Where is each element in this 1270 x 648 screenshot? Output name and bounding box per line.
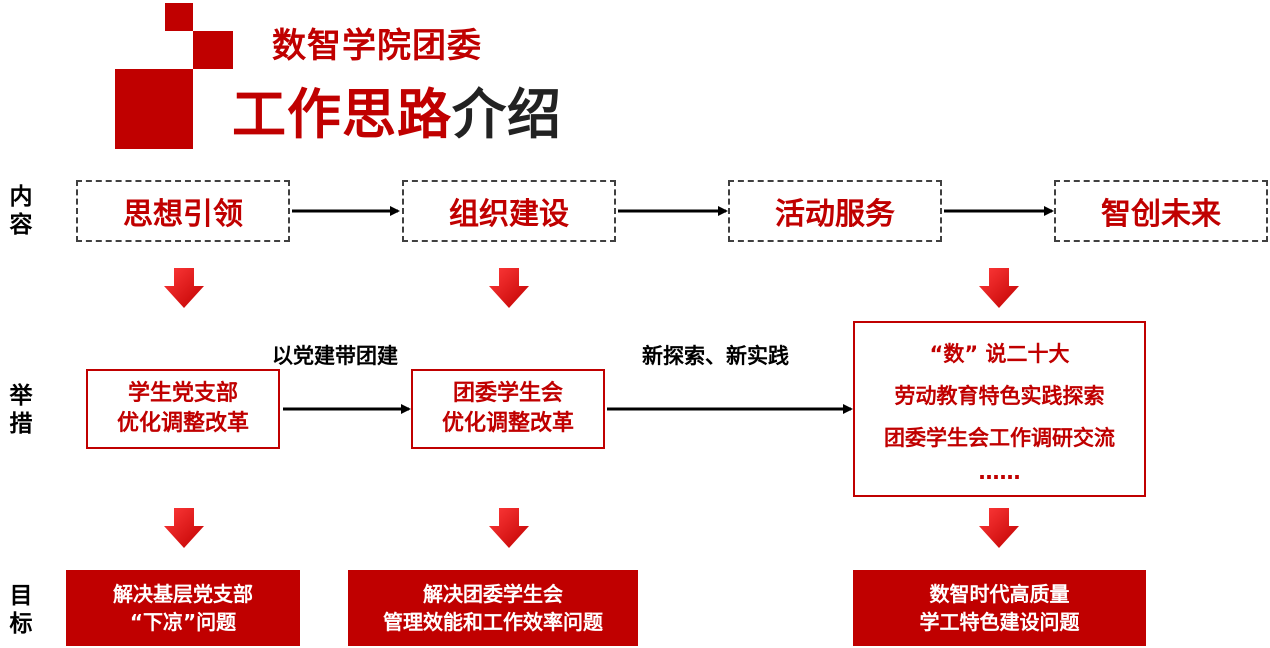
goal-2-line-2: 管理效能和工作效率问题 [383,610,603,634]
logo-block-mid [193,31,233,69]
measure-box-league-committee: 团委学生会 优化调整改革 [411,369,605,449]
down-arrow-1a [164,268,204,308]
logo-block-top [165,3,193,31]
down-arrow-2b [489,508,529,548]
content-label-1: 思想引领 [123,197,243,232]
down-arrow-3a [979,268,1019,308]
down-arrow-3b [979,508,1019,548]
row-label-goals: 目标 [8,582,34,638]
down-arrow-1b [164,508,204,548]
goal-2-line-1: 解决团委学生会 [423,582,563,606]
row-label-goals-text: 目标 [9,583,33,637]
page-subtitle: 数智学院团委 [272,26,482,66]
measure-2-line-2: 优化调整改革 [441,411,574,436]
page-title: 工作思路介绍 [232,70,562,149]
measure-1-line-2: 优化调整改革 [116,411,249,436]
goal-1-line-1: 解决基层党支部 [113,582,253,606]
page-title-dark: 介绍 [452,83,562,146]
content-box-thought: 思想引领 [76,180,290,242]
row-label-measures-text: 举措 [9,383,33,437]
goal-box-1: 解决基层党支部 “下凉”问题 [66,570,300,646]
measure-3-line-2: 劳动教育特色实践探索 [894,384,1105,408]
content-box-organization: 组织建设 [402,180,616,242]
arrow-label-explore: 新探索、新实践 [642,344,789,368]
down-arrow-2a [489,268,529,308]
goal-1-line-2: “下凉”问题 [129,610,237,634]
measure-box-party-branch: 学生党支部 优化调整改革 [86,369,280,449]
content-label-2: 组织建设 [449,197,569,232]
measure-3-line-4: …… [978,460,1021,484]
row-label-content-text: 内容 [9,184,33,238]
measure-3-line-3: 团委学生会工作调研交流 [884,426,1115,450]
goal-3-line-2: 学工特色建设问题 [919,610,1080,634]
measure-2-line-1: 团委学生会 [452,381,563,406]
content-box-future: 智创未来 [1054,180,1268,242]
measure-box-activities: “数” 说二十大 劳动教育特色实践探索 团委学生会工作调研交流 …… [853,321,1146,497]
measure-3-line-1: “数” 说二十大 [929,342,1070,366]
arrow-label-party: 以党建带团建 [272,344,398,368]
measure-1-line-1: 学生党支部 [127,381,238,406]
goal-box-2: 解决团委学生会 管理效能和工作效率问题 [348,570,638,646]
goal-box-3: 数智时代高质量 学工特色建设问题 [853,570,1146,646]
logo-block-main [115,69,193,149]
content-label-3: 活动服务 [775,197,895,232]
content-label-4: 智创未来 [1101,197,1221,232]
page-title-red: 工作思路 [232,83,452,146]
row-label-measures: 举措 [8,382,34,438]
row-label-content: 内容 [8,183,34,239]
content-box-service: 活动服务 [728,180,942,242]
goal-3-line-1: 数智时代高质量 [929,582,1070,606]
